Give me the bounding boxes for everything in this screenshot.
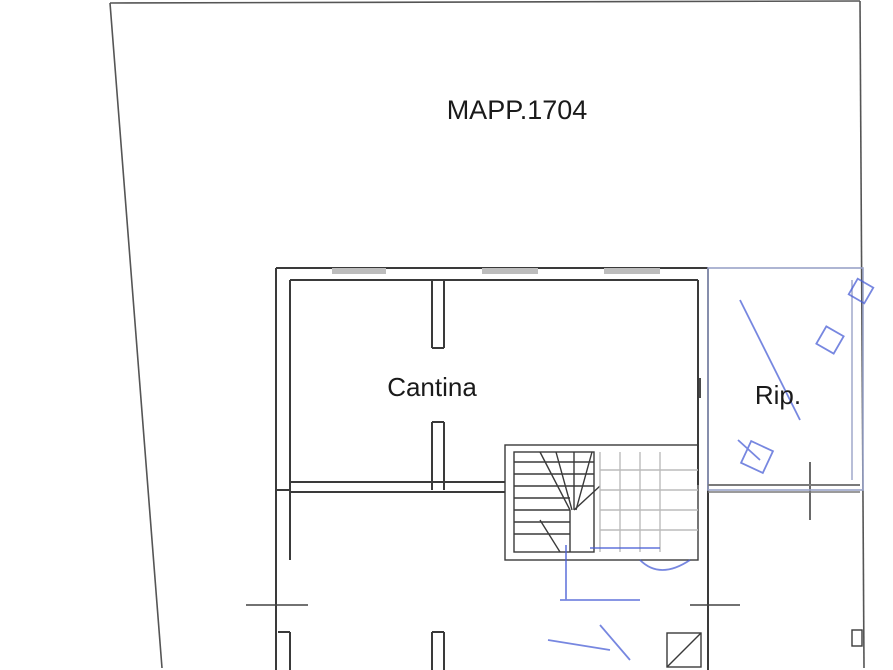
room-label-cantina: Cantina: [387, 372, 477, 402]
blue-annotations: [547, 277, 875, 661]
parcel-boundary-right: [859, 0, 865, 669]
staircase: [504, 444, 699, 561]
parcel-boundary: [109, 0, 865, 669]
ripostiglio-area: [699, 267, 864, 493]
parcel-boundary-left: [109, 2, 163, 669]
window-mark: [482, 268, 538, 274]
room-label-ripostiglio: Rip.: [755, 380, 801, 410]
parcel-label: MAPP.1704: [447, 95, 588, 125]
window-mark: [604, 268, 660, 274]
fixture: [666, 629, 863, 668]
window-mark: [332, 268, 386, 274]
section-marks: [246, 462, 811, 606]
building-walls: [275, 267, 709, 670]
parcel-boundary-top: [109, 0, 861, 4]
